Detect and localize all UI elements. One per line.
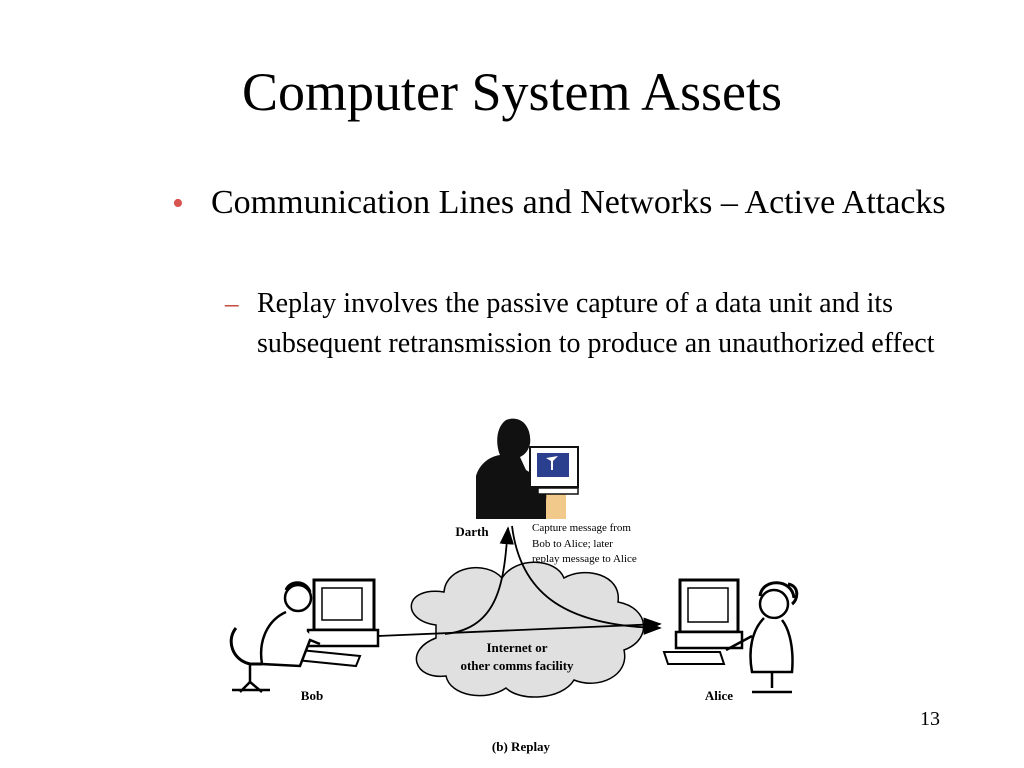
capture-note-line-3: replay message to Alice (532, 553, 637, 565)
alice-head (758, 588, 790, 620)
bullet-marker: • (172, 185, 184, 222)
darth-silhouette (476, 418, 547, 519)
alice-figure (662, 578, 799, 694)
bullet-text: Communication Lines and Networks – Activ… (211, 184, 946, 221)
darth-figure (476, 418, 579, 519)
alice-keyboard (662, 651, 726, 665)
diagram-caption: (b) Replay (492, 739, 551, 754)
darth-keyboard (537, 487, 579, 495)
cloud-label-line-2: other comms facility (460, 658, 574, 673)
capture-note-line-2: Bob to Alice; later (532, 538, 613, 550)
bob-body (259, 610, 321, 668)
bob-chair-base (232, 681, 270, 693)
bob-screen (321, 587, 363, 621)
alice-hair (758, 581, 799, 606)
darth-screen-bird (546, 456, 558, 470)
darth-label: Darth (455, 524, 489, 539)
bob-to-alice-arrow (377, 617, 662, 637)
bob-hair (284, 581, 312, 593)
alice-label: Alice (705, 688, 733, 703)
alice-screen (687, 587, 729, 623)
bob-label: Bob (301, 688, 323, 703)
cloud-label-line-1: Internet or (486, 640, 547, 655)
replay-arrow (511, 525, 662, 635)
alice-arm (725, 634, 753, 652)
capture-note-line-1: Capture message from (532, 522, 631, 534)
slide-title: Computer System Assets (241, 62, 783, 122)
bob-figure (229, 578, 380, 693)
page-number: 13 (920, 708, 940, 730)
bob-head (283, 583, 313, 613)
alice-body (749, 617, 794, 674)
sub-bullet-text: Replay involves the passive capture of a… (257, 288, 935, 359)
capture-arrow (444, 526, 514, 635)
bob-chair (229, 627, 262, 666)
sub-bullet-marker: – (225, 288, 239, 318)
